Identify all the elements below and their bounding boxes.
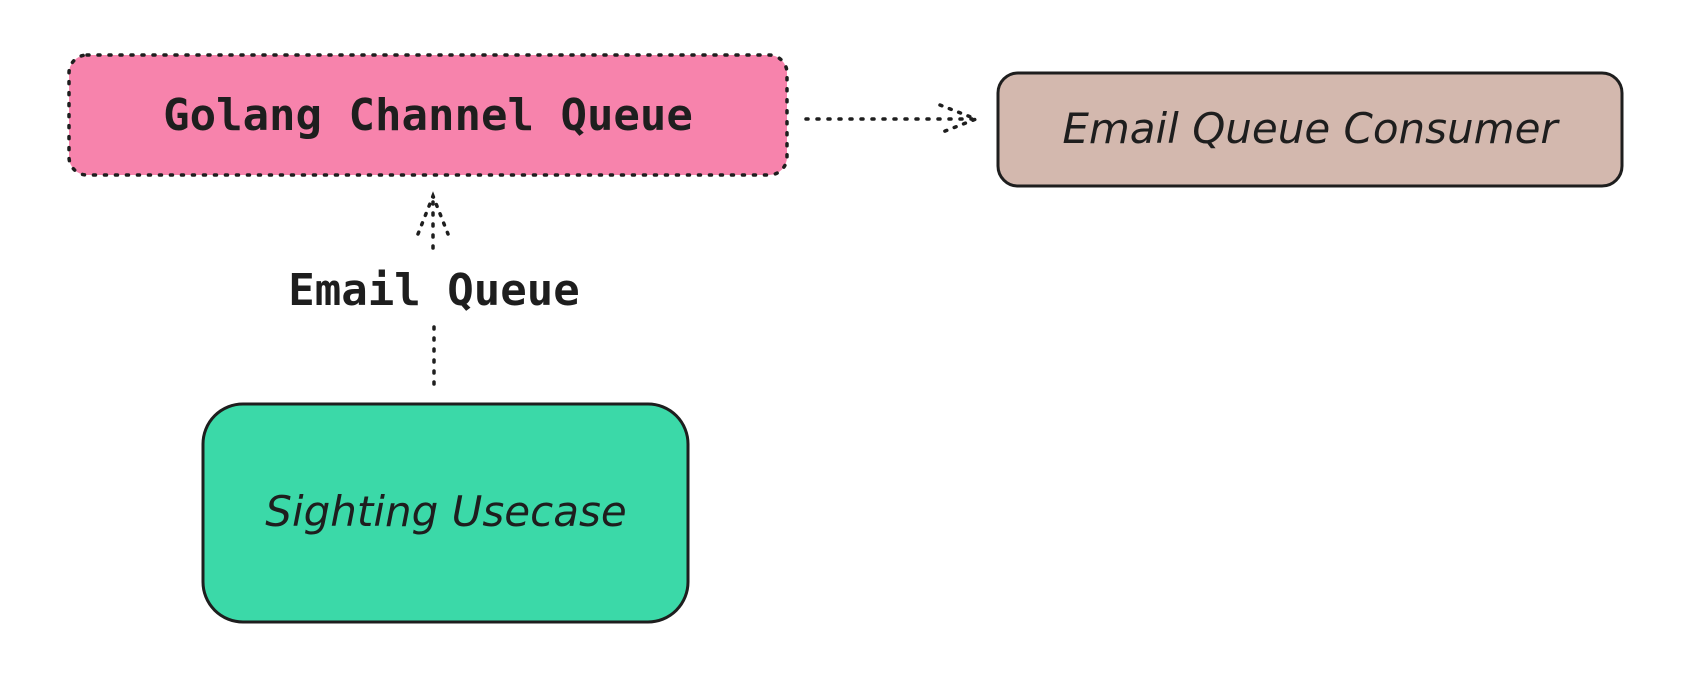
golang-channel-queue-box: [67, 53, 789, 177]
queue-to-consumer-arrow[interactable]: [804, 103, 981, 135]
sighting-usecase-box: [201, 402, 690, 624]
golang-channel-queue-label: Golang Channel Queue: [163, 90, 693, 141]
email-queue-consumer-label: Email Queue Consumer: [1062, 104, 1560, 153]
usecase-to-queue-label: Email Queue: [288, 265, 579, 316]
golang-channel-queue-node[interactable]: Golang Channel Queue: [67, 53, 789, 177]
usecase-to-queue-arrow[interactable]: Email Queue: [288, 191, 580, 386]
usecase-to-queue-arrowhead: [416, 191, 450, 236]
email-queue-consumer-node[interactable]: Email Queue Consumer: [996, 71, 1624, 188]
queue-to-consumer-arrowhead: [938, 103, 981, 135]
sighting-usecase-label: Sighting Usecase: [265, 487, 626, 536]
sighting-usecase-node[interactable]: Sighting Usecase: [201, 402, 690, 624]
email-queue-consumer-box: [996, 71, 1624, 188]
